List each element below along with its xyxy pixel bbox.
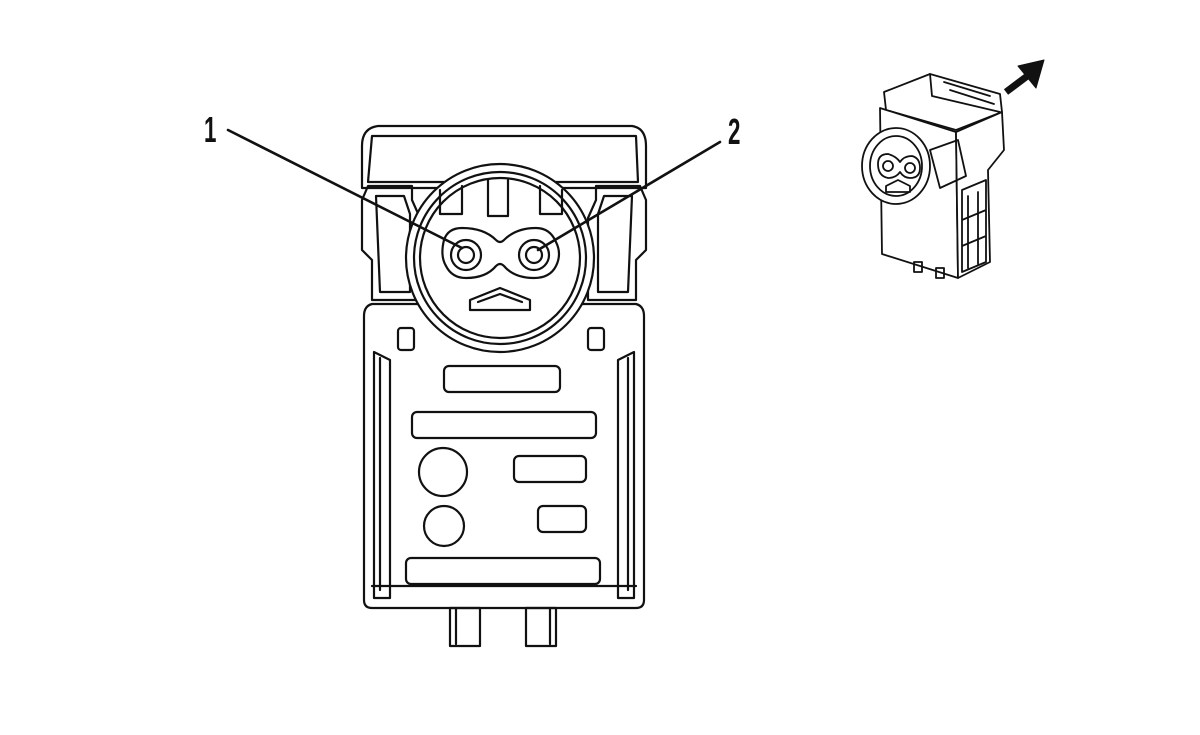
iso-mating-face-inner <box>869 135 923 197</box>
terminal-2-inner <box>524 245 544 265</box>
terminal-1-inner <box>456 245 476 265</box>
left-rail-outer <box>372 350 392 600</box>
label-slot-4 <box>536 504 588 534</box>
right-rail-outer <box>616 350 636 600</box>
iso-body-side <box>955 111 1005 279</box>
callout-1-leader <box>226 128 464 250</box>
left-shoulder <box>360 184 422 302</box>
round-boss-1 <box>417 446 469 498</box>
round-boss-2 <box>422 504 466 548</box>
connector-front-view <box>360 124 648 648</box>
label-slot-2 <box>410 410 598 440</box>
iso-latch-lip <box>885 179 911 193</box>
right-key <box>538 184 564 216</box>
iso-terminal-2 <box>904 162 916 174</box>
terminal-2-outer <box>517 238 551 272</box>
mating-ring-mid <box>412 170 588 346</box>
iso-terminal-1 <box>882 160 894 172</box>
mating-ring-outer <box>404 162 596 354</box>
upper-hood-inner <box>366 134 640 184</box>
upper-hood <box>360 124 648 190</box>
terminal-1-outer <box>449 238 483 272</box>
left-shoulder-inner <box>374 194 412 294</box>
left-key <box>438 184 464 216</box>
iso-pin-1 <box>913 261 923 273</box>
callout-label-1: 1 <box>204 109 217 150</box>
top-key <box>486 178 510 218</box>
right-tab <box>586 326 606 352</box>
iso-side-ribs <box>961 179 987 273</box>
label-slot-5 <box>404 556 602 586</box>
label-slot-3 <box>512 454 588 484</box>
label-slot-1 <box>442 364 562 394</box>
mating-ring-inner <box>418 176 582 340</box>
iso-pin-2 <box>935 267 945 279</box>
iso-collar <box>929 139 967 189</box>
latch-lip-inner <box>476 292 524 304</box>
left-tab <box>396 326 416 352</box>
right-shoulder-inner <box>596 194 634 294</box>
latch-lip <box>468 286 532 312</box>
connector-isometric-view <box>861 73 1005 279</box>
iso-top-latch-detail <box>929 73 1001 113</box>
arrow-up-right-icon <box>1003 59 1045 95</box>
lower-body <box>362 302 646 610</box>
iso-mating-face-outer <box>861 127 931 205</box>
callout-label-2: 2 <box>728 111 741 152</box>
callout-2-leader <box>536 140 722 252</box>
bottom-pin-1 <box>448 606 482 648</box>
right-shoulder <box>586 184 648 302</box>
iso-terminal-cavity <box>877 153 921 179</box>
terminal-cavity <box>441 226 561 280</box>
bottom-pin-2 <box>524 606 558 648</box>
